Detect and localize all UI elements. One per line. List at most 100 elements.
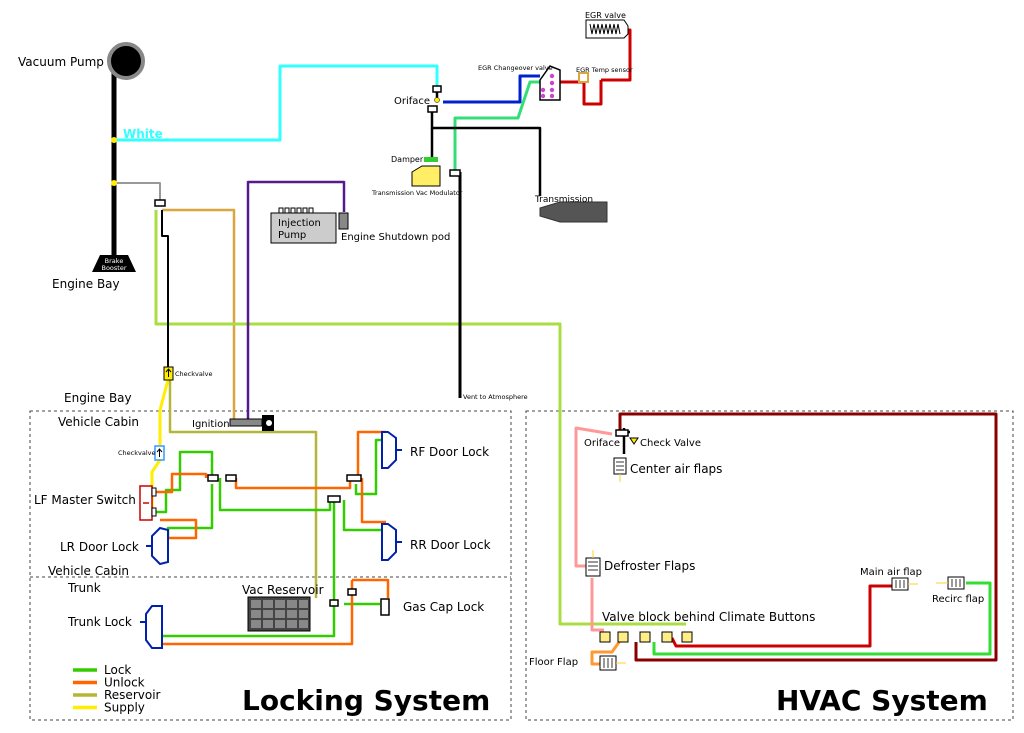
hvac-system-box	[525, 410, 1014, 721]
gas-cap-lock-label: Gas Cap Lock	[403, 600, 484, 614]
legend-label-2: Reservoir	[104, 688, 161, 702]
trans-vac-modulator	[411, 165, 441, 187]
ignition-label: Ignition	[192, 419, 230, 430]
orifice-top-label: Oriface	[394, 96, 430, 107]
lf-master-switch-label: LF Master Switch	[34, 493, 136, 507]
orifice-top-fitting	[432, 85, 442, 93]
trunk-lock-actuator	[140, 605, 163, 649]
transmission-label: Transmission	[534, 195, 593, 205]
vac-reservoir	[247, 596, 311, 632]
injection-pump-label-2: Pump	[278, 230, 306, 241]
egr-temp-sensor	[578, 72, 589, 83]
rf-door-lock-label: RF Door Lock	[410, 445, 489, 459]
egr-red-line-1	[627, 28, 632, 68]
orifice-tee	[427, 105, 438, 113]
defroster-flaps-actuator	[585, 550, 601, 577]
tee-dot-white	[111, 137, 117, 143]
grey-branch-line	[114, 182, 161, 202]
lock-line-trunk	[160, 500, 336, 638]
engine-shutdown-pod-label: Engine Shutdown pod	[341, 232, 450, 243]
rf-door-lock	[381, 431, 402, 469]
center-air-flaps-actuator	[613, 457, 627, 482]
ignition-switch	[229, 418, 263, 427]
vent-to-atmosphere-label: Vent to Atmosphere	[463, 393, 528, 401]
main-air-flap-label: Main air flap	[860, 567, 922, 578]
hvac-check-valve	[629, 437, 639, 445]
brake-booster-label-1: Brake	[105, 257, 124, 265]
legend-label-0: Lock	[104, 663, 131, 677]
locking-system-box	[29, 410, 512, 721]
egr-changeover-valve-label: EGR Changeover valve	[478, 64, 553, 72]
vac-reservoir-label: Vac Reservoir	[242, 583, 324, 597]
supply-line	[158, 379, 170, 445]
transmission-line	[430, 112, 542, 196]
white-vacuum-line	[114, 64, 439, 142]
checkvalve-feed	[161, 210, 169, 368]
unlock-line-lr	[160, 518, 198, 540]
injection-pump	[270, 212, 337, 244]
unlock-line-right	[234, 478, 352, 490]
injection-pump-label-1: Injection	[278, 218, 321, 229]
hvac-darkred-loop	[618, 412, 998, 662]
hvac-red-main-flap	[670, 584, 892, 648]
brake-booster	[92, 255, 136, 272]
lock-line-rr	[342, 500, 386, 532]
egr-temp-sensor-label: EGR Temp sensor	[576, 66, 633, 74]
engine-bay-hoses	[111, 64, 686, 626]
egr-valve-label: EGR valve	[585, 11, 626, 20]
egr-red-line-2	[582, 76, 603, 106]
engine-bay-top-label: Engine Bay	[52, 277, 120, 291]
legend-label-3: Supply	[104, 701, 145, 715]
checkvalve-upper-label: Checkvalve	[175, 370, 212, 378]
hvac-system-title: HVAC System	[776, 684, 988, 717]
hvac-orifice-tee	[615, 429, 629, 437]
lock-line-master	[154, 450, 214, 514]
damper	[424, 157, 438, 162]
egr-hoses	[430, 28, 632, 398]
floor-flap-label: Floor Flap	[529, 657, 578, 668]
recirc-flap-label: Recirc flap	[932, 594, 984, 605]
hvac-pink-defrost	[574, 426, 613, 568]
vacuum-pump-label: Vacuum Pump	[18, 55, 104, 69]
injection-pump-fins	[278, 207, 314, 214]
gas-cap-lock	[380, 598, 390, 616]
floor-flap-actuator	[599, 655, 626, 671]
main-air-flap-actuator	[891, 577, 918, 591]
unlock-line-master	[154, 472, 208, 494]
reservoir-hose-ignition	[162, 208, 236, 420]
legend-label-1: Unlock	[104, 676, 145, 690]
vacuum-pump	[107, 42, 145, 80]
trunk-lock-label: Trunk Lock	[67, 615, 132, 629]
lr-door-lock	[146, 526, 169, 566]
damper-label: Damper	[391, 155, 424, 164]
locking-hoses	[150, 379, 390, 646]
orifice-top	[434, 97, 440, 103]
check-valve-label: Check Valve	[640, 438, 701, 449]
hvac-hoses	[574, 412, 998, 666]
rr-door-lock	[381, 523, 402, 561]
trunk-label: Trunk	[67, 581, 101, 595]
unlock-line-rr	[360, 478, 386, 524]
center-air-flaps-label: Center air flaps	[630, 462, 722, 476]
engine-bay-lower-label: Engine Bay	[64, 391, 132, 405]
valve-block	[599, 631, 693, 643]
unlock-line-trunk	[160, 578, 390, 646]
egr-blue-line	[443, 74, 540, 104]
transmission	[539, 201, 608, 223]
tee-dot-grey	[111, 180, 117, 186]
recirc-flap-actuator	[936, 576, 965, 590]
valve-block-label: Valve block behind Climate Buttons	[602, 610, 815, 624]
tee-fitting-engine	[154, 199, 166, 207]
vehicle-cabin-bottom-label: Vehicle Cabin	[48, 564, 129, 578]
lock-line-rf	[354, 438, 386, 496]
egr-green-line	[453, 80, 540, 172]
white-line-label: White	[123, 127, 163, 141]
shutdown-line	[246, 180, 346, 420]
lock-line-lr	[166, 484, 214, 538]
hvac-green-loop	[652, 581, 992, 656]
trans-vac-modulator-label: Transmission Vac Modulator	[371, 189, 463, 197]
locking-system-title: Locking System	[242, 684, 490, 717]
unlock-line-rf	[356, 430, 386, 478]
